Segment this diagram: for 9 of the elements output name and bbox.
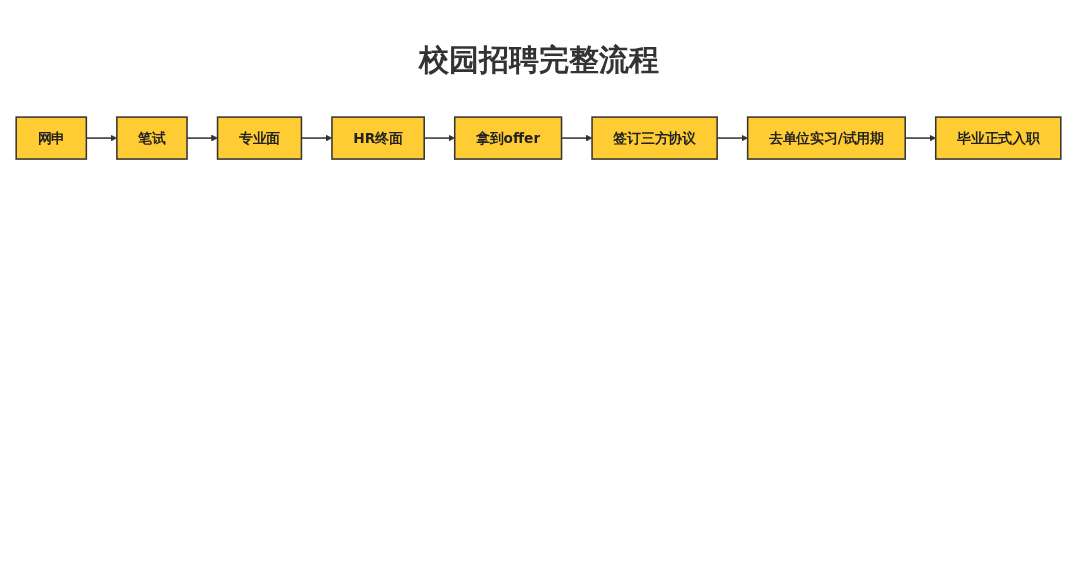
node-box: 去单位实习/试用期 bbox=[746, 116, 906, 160]
node-box: 拿到offer bbox=[453, 116, 563, 160]
node-box: 专业面 bbox=[216, 116, 303, 160]
node-box: 网申 bbox=[15, 116, 88, 160]
node-box: 笔试 bbox=[116, 116, 188, 160]
diagram-title: 校园招聘完整流程 bbox=[417, 41, 660, 79]
node-box: 毕业正式入职 bbox=[934, 116, 1062, 160]
node-box: 签订三方协议 bbox=[591, 116, 718, 160]
node-box: HR终面 bbox=[331, 116, 425, 160]
